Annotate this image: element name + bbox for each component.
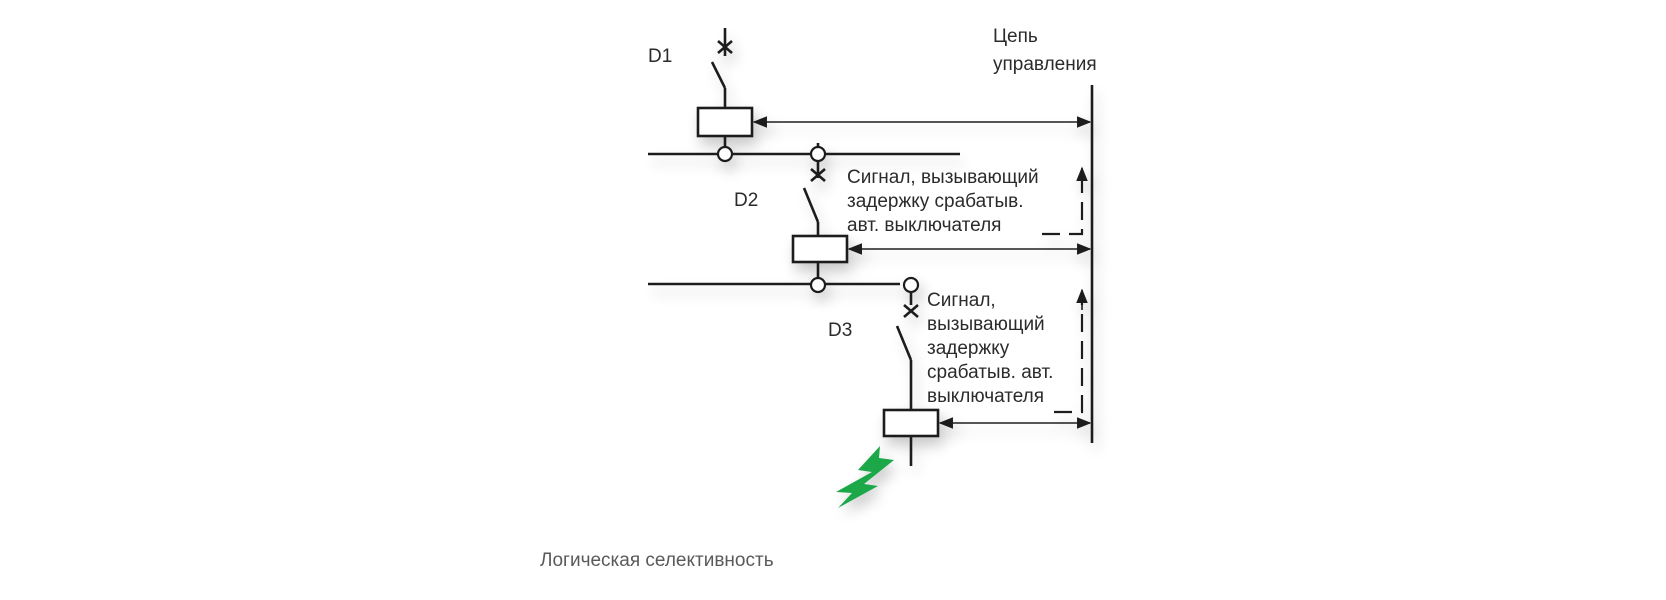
signal-2-line-5: выключателя <box>927 386 1044 407</box>
breaker-d2 <box>791 161 849 278</box>
signal-1-line-2: задержку срабатыв. <box>847 191 1023 212</box>
signal-1-line-1: Сигнал, вызывающий <box>847 167 1039 188</box>
breaker-d1 <box>696 28 754 148</box>
signal-2-line-2: вызывающий <box>927 314 1045 335</box>
label-control-circuit-2: управления <box>993 54 1097 75</box>
breaker-d2-cross-icon <box>810 168 826 182</box>
diagram-caption: Логическая селективность <box>540 550 774 571</box>
busbar-1-node-d2 <box>809 145 827 163</box>
label-control-circuit-1: Цепь <box>993 26 1038 47</box>
signal-2-line-4: срабатыв. авт. <box>927 362 1053 383</box>
signal-2-line-1: Сигнал, <box>927 290 996 311</box>
signal-1-line-3: авт. выключателя <box>847 215 1001 236</box>
signal-path-2 <box>1054 288 1088 414</box>
busbar-1-node-d1 <box>716 145 734 163</box>
busbar-2-node-d3 <box>902 276 920 294</box>
breaker-d3 <box>882 292 940 466</box>
breaker-d3-trip-unit <box>882 408 940 438</box>
signal-2-line-3: задержку <box>927 338 1010 359</box>
busbar-2-node-d2 <box>809 276 827 294</box>
breaker-d1-trip-unit <box>696 106 754 138</box>
lightning-bolt-icon <box>836 446 894 508</box>
label-d3: D3 <box>828 320 852 341</box>
breaker-d1-cross-icon <box>717 40 733 54</box>
breaker-d2-trip-unit <box>791 234 849 264</box>
signal-path-1 <box>1042 166 1088 236</box>
label-d1: D1 <box>648 46 672 67</box>
breaker-d3-cross-icon <box>903 304 919 318</box>
label-d2: D2 <box>734 190 758 211</box>
